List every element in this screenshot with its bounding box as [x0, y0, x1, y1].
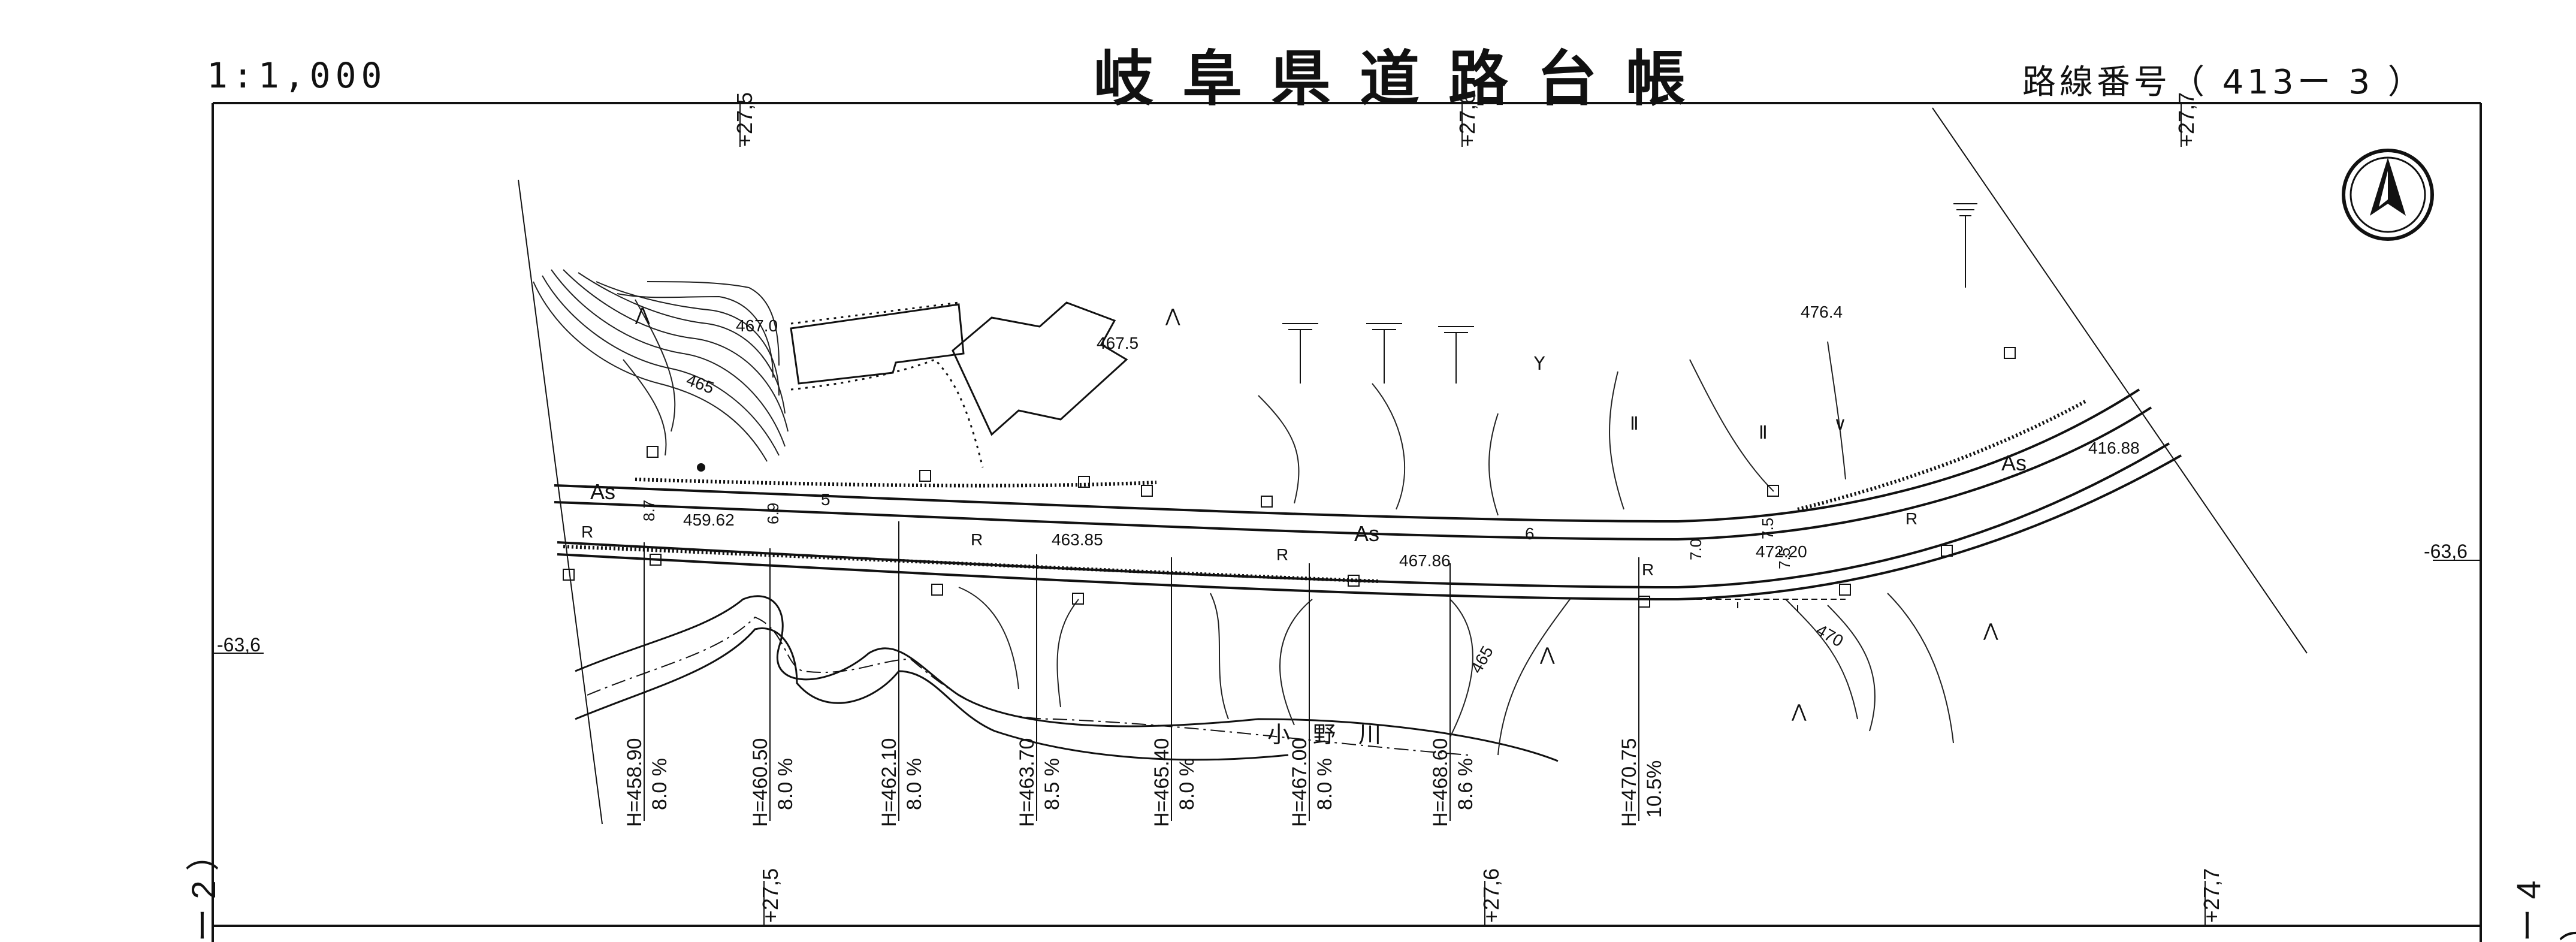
road-edge-hatch: [563, 400, 2086, 583]
grid-label-top-2: +27,6: [1455, 92, 1479, 147]
grid-label-bottom-2: +27,6: [1479, 868, 1503, 923]
land-symbol-forest: ⋀: [635, 304, 650, 325]
map-scale: 1:1,000: [207, 55, 387, 96]
buildings: [790, 301, 1128, 436]
fence-lines: [790, 301, 984, 468]
river-label: 小 野 川: [1267, 721, 1382, 748]
profile-grade: 8.0 %: [903, 758, 926, 810]
point-marks: [563, 347, 2016, 608]
road-width-label: 8.7: [640, 499, 658, 521]
profile-elevation: H=458.90: [623, 738, 646, 827]
north-arrow-icon: [2342, 149, 2434, 241]
profile-grade: 8.0 %: [648, 758, 671, 810]
profile-elevation: H=463.70: [1016, 738, 1038, 827]
grid-ticks: [213, 103, 2481, 926]
river-banks: [575, 595, 1559, 762]
elevation-label: 459.62: [683, 511, 735, 529]
profile-elevation: H=467.00: [1288, 738, 1311, 827]
profile-elevation: H=470.75: [1618, 738, 1641, 827]
road-width-label: 7.5: [1759, 517, 1777, 539]
road-edges: [554, 388, 2182, 601]
profile-grade: 8.0 %: [1313, 758, 1336, 810]
grid-label-bottom-3: +27,7: [2199, 868, 2224, 923]
station-mark: 5: [821, 490, 831, 509]
elevation-label: 467.0: [736, 316, 778, 335]
road-r-label: R: [1642, 560, 1654, 579]
sheet-marker-right: ー 4 ）: [2509, 880, 2576, 942]
elevation-label: 467.5: [1097, 334, 1139, 352]
road-r-label: R: [971, 530, 983, 549]
land-symbol-forest: ⋀: [1983, 620, 1998, 641]
profile-grade: 10.5%: [1643, 760, 1666, 818]
profile-elevation: H=462.10: [878, 738, 901, 827]
road-width-label: 6.9: [764, 502, 782, 524]
contour-lines-right: [958, 341, 1954, 756]
land-symbol-forest: ⋀: [1540, 644, 1555, 665]
elevation-label: 463.85: [1052, 530, 1103, 549]
map-frame: [212, 102, 2482, 942]
slope-hatching: [1282, 203, 1977, 384]
land-symbol-field: Ⅱ: [1759, 422, 1768, 443]
road-r-label: R: [1276, 545, 1289, 564]
grid-label-left: -63,6: [217, 634, 261, 656]
land-symbol-forest: ⋀: [1165, 306, 1180, 327]
profile-elevation: H=460.50: [749, 738, 772, 827]
profile-elevation: H=465.40: [1150, 738, 1173, 827]
profile-grade: 8.0 %: [1176, 758, 1198, 810]
road-r-label: R: [1905, 509, 1918, 528]
elevation-label: 476.4: [1801, 303, 1843, 321]
land-symbol-forest: ⋀: [1792, 701, 1807, 722]
road-surface-label: As: [2001, 451, 2027, 475]
river-centerline: [587, 616, 1469, 756]
land-symbol-orchard: ∨: [1834, 413, 1847, 434]
grid-label-top-3: +27,7: [2174, 92, 2198, 147]
grid-label-right: -63,6: [2424, 541, 2468, 562]
elevation-label: 472.20: [1756, 542, 1807, 561]
ditch-marks: [1639, 599, 1846, 611]
road-width-label: 7.0: [1687, 538, 1705, 560]
land-symbol-field: Ⅱ: [1630, 413, 1639, 434]
road-surface-label: As: [1354, 521, 1380, 546]
profile-grade: 8.5 %: [1041, 758, 1064, 810]
elevation-label: 467.86: [1399, 551, 1451, 570]
land-symbol-wasteland: Y: [1534, 354, 1545, 375]
elevation-label: 416.88: [2088, 439, 2140, 457]
grid-label-bottom-1: +27,5: [758, 868, 783, 923]
station-mark: 6: [1525, 524, 1535, 543]
road-r-label: R: [581, 523, 594, 541]
route-number: 路線番号（ 413ー 3 ）: [2022, 63, 2425, 102]
profile-grade: 8.0 %: [774, 758, 797, 810]
sheet-marker-left: ー 2 ）: [185, 837, 222, 942]
road-surface-label: As: [590, 479, 616, 504]
profile-grade: 8.6 %: [1454, 758, 1477, 810]
grid-label-top-1: +27,5: [732, 92, 757, 147]
contour-lines: [533, 269, 789, 462]
profile-elevation: H=468.60: [1429, 738, 1452, 827]
